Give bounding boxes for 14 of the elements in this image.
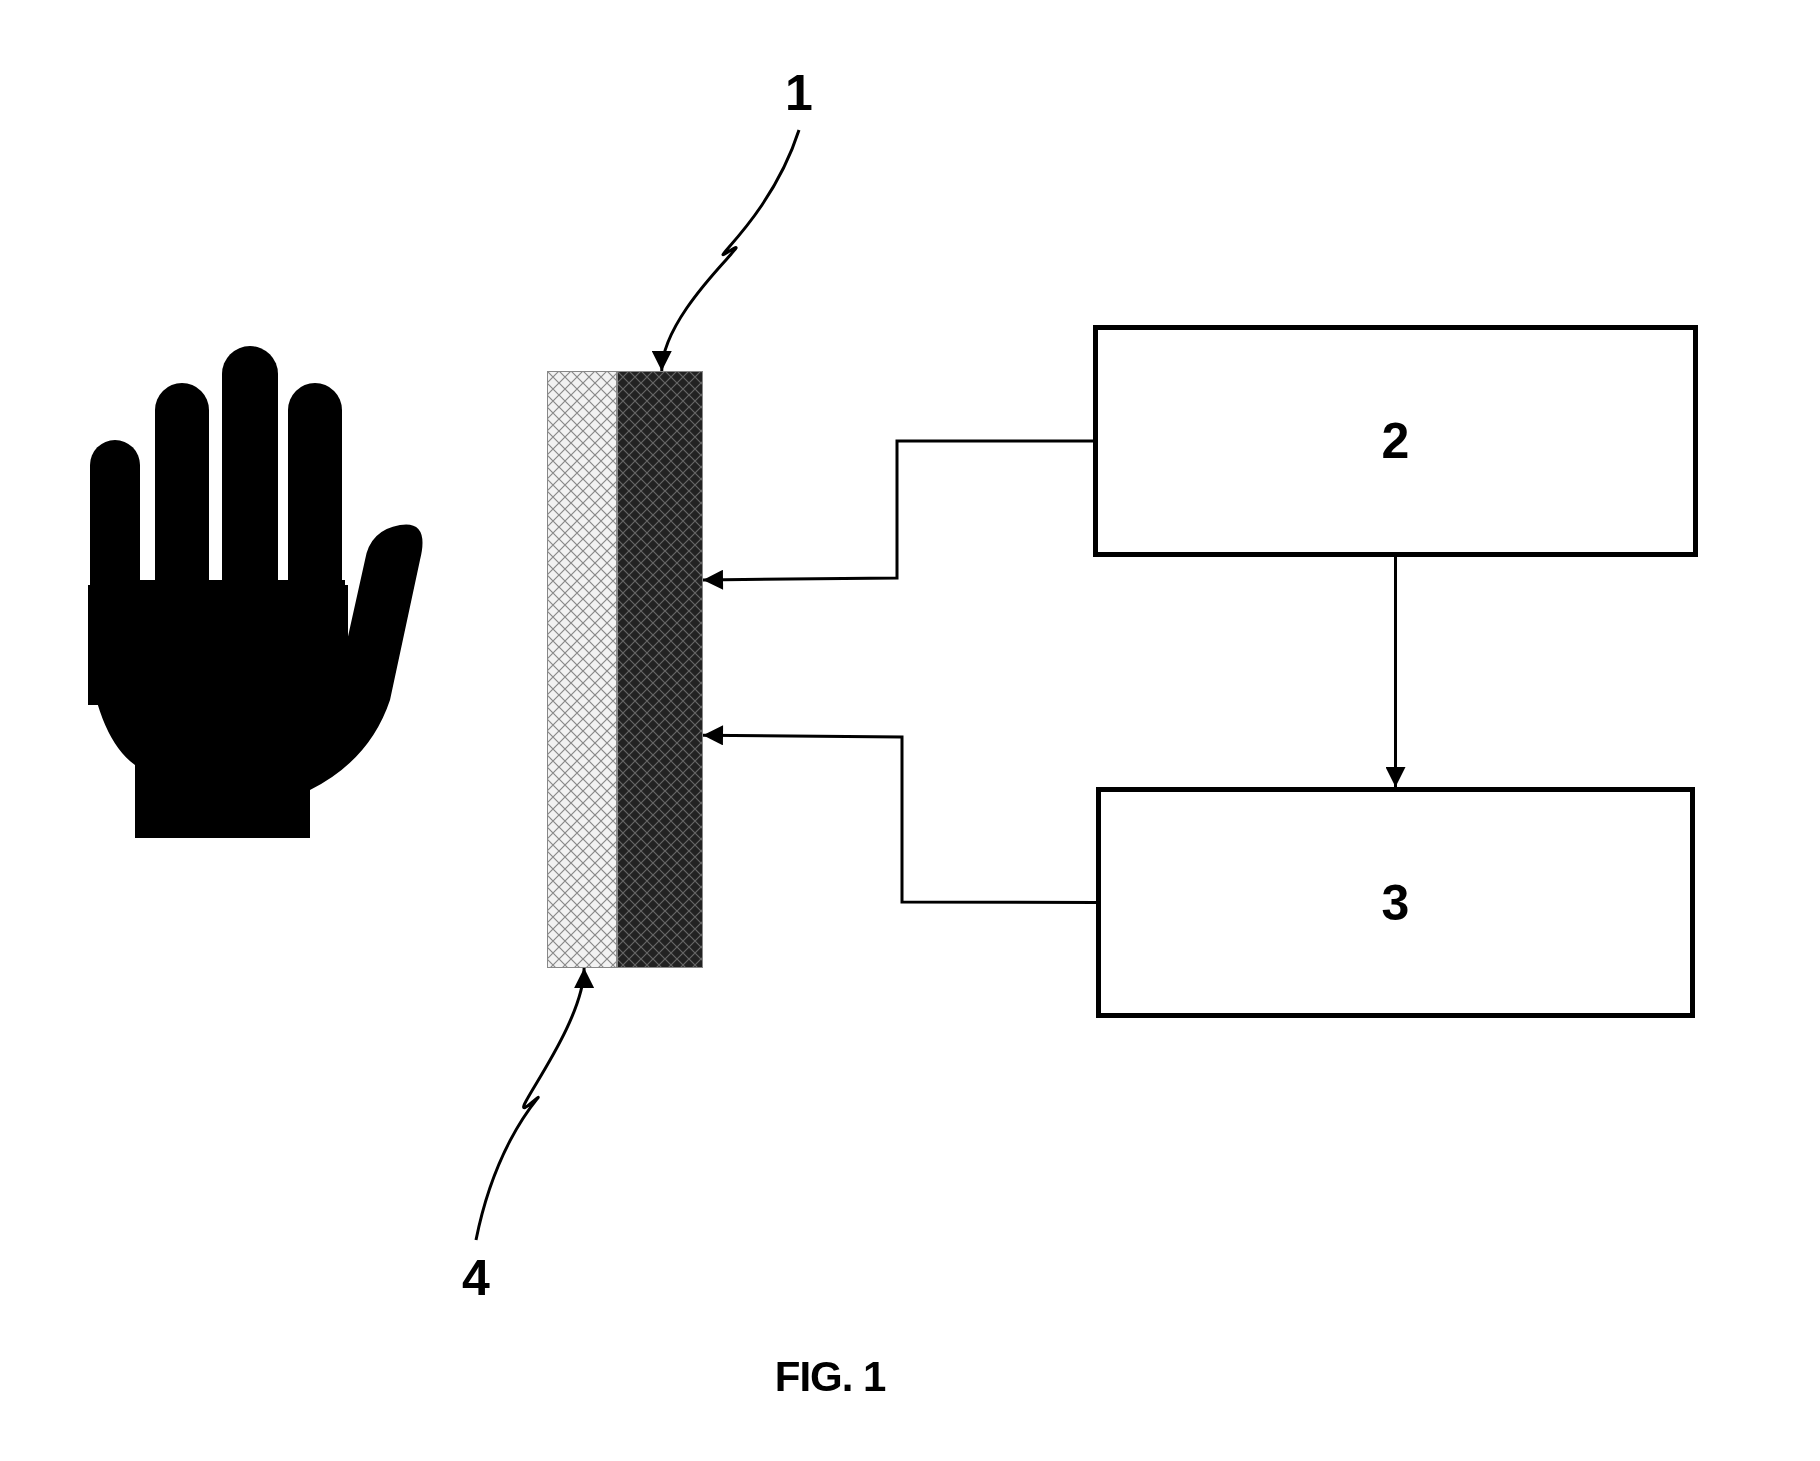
- box-label: 3: [1381, 877, 1410, 928]
- leader-line: [654, 129, 801, 372]
- figure-caption: FIG. 1: [774, 1352, 886, 1402]
- box-label: 2: [1381, 416, 1410, 466]
- block-box: [1093, 325, 1698, 557]
- callout-number: 1: [785, 67, 813, 118]
- block-box: [1096, 787, 1695, 1018]
- dark-layer: [617, 371, 703, 968]
- callout-number: 4: [462, 1252, 490, 1303]
- arrow: [703, 725, 1096, 904]
- arrow: [1385, 557, 1406, 787]
- hatched-layer: [547, 371, 617, 968]
- arrow: [703, 439, 1093, 590]
- leader-line: [474, 967, 592, 1241]
